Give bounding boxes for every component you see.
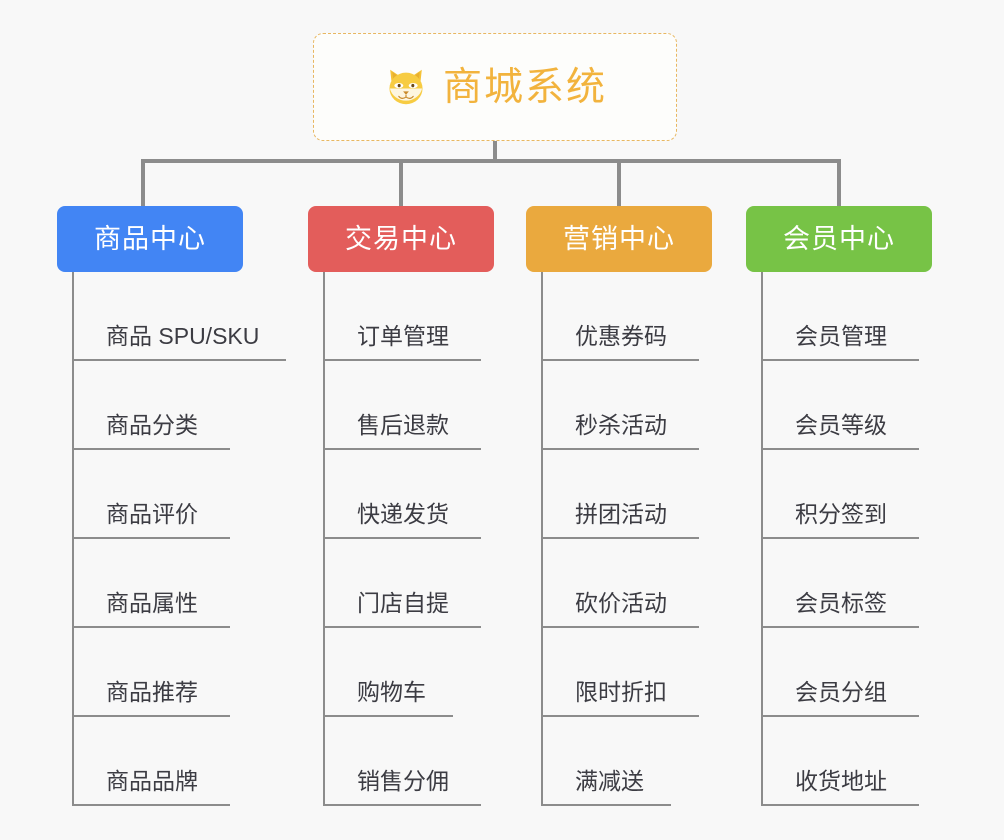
- leaf-item[interactable]: 会员管理: [761, 272, 919, 361]
- leaf-item-underline: [761, 359, 919, 361]
- leaf-item[interactable]: 门店自提: [323, 539, 481, 628]
- leaf-item-underline: [323, 804, 481, 806]
- leaf-item-label: 收货地址: [795, 768, 887, 794]
- leaf-item-underline: [541, 626, 699, 628]
- leaf-item-label: 优惠券码: [575, 323, 667, 349]
- leaf-item-underline: [761, 537, 919, 539]
- leaf-item-label: 会员管理: [795, 323, 887, 349]
- connector-drop-3: [617, 159, 621, 208]
- leaf-item-label: 积分签到: [795, 501, 887, 527]
- category-label: 营销中心: [563, 223, 675, 254]
- leaf-item-underline: [541, 804, 671, 806]
- branch-spine: [761, 272, 763, 806]
- category-box-3[interactable]: 营销中心: [526, 206, 712, 272]
- category-label: 交易中心: [345, 223, 457, 254]
- branch-spine: [72, 272, 74, 806]
- leaf-item-underline: [72, 359, 286, 361]
- category-label: 会员中心: [783, 223, 895, 254]
- leaf-item-underline: [761, 448, 919, 450]
- category-box-1[interactable]: 商品中心: [57, 206, 243, 272]
- leaf-item-underline: [541, 537, 699, 539]
- leaf-item-underline: [323, 537, 481, 539]
- leaf-item-label: 商品属性: [106, 590, 198, 616]
- leaf-item-label: 满减送: [575, 768, 644, 794]
- leaf-item[interactable]: 购物车: [323, 628, 453, 717]
- leaf-item-label: 快递发货: [357, 501, 449, 527]
- leaf-item-underline: [541, 359, 699, 361]
- leaf-item[interactable]: 积分签到: [761, 450, 919, 539]
- leaf-item-underline: [323, 448, 481, 450]
- leaf-item-underline: [72, 804, 230, 806]
- connector-horizontal-bus: [141, 159, 841, 163]
- leaf-item-underline: [323, 715, 453, 717]
- leaf-item-label: 商品 SPU/SKU: [106, 323, 260, 349]
- leaf-item[interactable]: 优惠券码: [541, 272, 699, 361]
- root-node[interactable]: 商城系统: [313, 33, 677, 141]
- leaf-item-label: 门店自提: [357, 590, 449, 616]
- leaf-item-label: 商品品牌: [106, 768, 198, 794]
- branch-spine: [323, 272, 325, 806]
- leaf-item[interactable]: 收货地址: [761, 717, 919, 806]
- leaf-item-label: 销售分佣: [357, 768, 449, 794]
- leaf-item-label: 砍价活动: [575, 590, 667, 616]
- leaf-item[interactable]: 售后退款: [323, 361, 481, 450]
- connector-drop-4: [837, 159, 841, 208]
- leaf-item[interactable]: 会员等级: [761, 361, 919, 450]
- leaf-item-underline: [541, 448, 699, 450]
- leaf-item[interactable]: 砍价活动: [541, 539, 699, 628]
- leaf-item[interactable]: 商品 SPU/SKU: [72, 272, 286, 361]
- connector-drop-2: [399, 159, 403, 208]
- leaf-item-label: 拼团活动: [575, 501, 667, 527]
- leaf-item-underline: [72, 448, 230, 450]
- leaf-item-label: 会员分组: [795, 679, 887, 705]
- shiba-dog-face-icon: [389, 69, 423, 105]
- leaf-item-label: 售后退款: [357, 412, 449, 438]
- leaf-item[interactable]: 限时折扣: [541, 628, 699, 717]
- branch-spine: [541, 272, 543, 806]
- leaf-item[interactable]: 快递发货: [323, 450, 481, 539]
- category-box-4[interactable]: 会员中心: [746, 206, 932, 272]
- leaf-item[interactable]: 商品品牌: [72, 717, 230, 806]
- leaf-item-label: 会员等级: [795, 412, 887, 438]
- leaf-item[interactable]: 秒杀活动: [541, 361, 699, 450]
- leaf-item-label: 商品评价: [106, 501, 198, 527]
- leaf-item-label: 购物车: [357, 679, 426, 705]
- leaf-item[interactable]: 商品分类: [72, 361, 230, 450]
- leaf-item-underline: [323, 626, 481, 628]
- leaf-item-underline: [761, 626, 919, 628]
- leaf-item[interactable]: 销售分佣: [323, 717, 481, 806]
- leaf-item[interactable]: 商品推荐: [72, 628, 230, 717]
- leaf-item-label: 商品分类: [106, 412, 198, 438]
- leaf-item[interactable]: 会员标签: [761, 539, 919, 628]
- connector-drop-1: [141, 159, 145, 208]
- leaf-item-underline: [761, 715, 919, 717]
- leaf-item-label: 秒杀活动: [575, 412, 667, 438]
- category-box-2[interactable]: 交易中心: [308, 206, 494, 272]
- leaf-item-label: 限时折扣: [575, 679, 667, 705]
- leaf-item-label: 订单管理: [357, 323, 449, 349]
- leaf-item-label: 会员标签: [795, 590, 887, 616]
- leaf-item-underline: [541, 715, 699, 717]
- leaf-item-underline: [72, 537, 230, 539]
- leaf-item[interactable]: 会员分组: [761, 628, 919, 717]
- root-title: 商城系统: [442, 65, 607, 109]
- leaf-item-underline: [761, 804, 919, 806]
- leaf-item-underline: [72, 626, 230, 628]
- leaf-item[interactable]: 订单管理: [323, 272, 481, 361]
- leaf-item[interactable]: 满减送: [541, 717, 671, 806]
- category-label: 商品中心: [94, 223, 206, 254]
- leaf-item[interactable]: 商品评价: [72, 450, 230, 539]
- leaf-item-label: 商品推荐: [106, 679, 198, 705]
- leaf-item[interactable]: 商品属性: [72, 539, 230, 628]
- leaf-item-underline: [72, 715, 230, 717]
- leaf-item-underline: [323, 359, 481, 361]
- connector-root-stem: [493, 141, 497, 163]
- leaf-item[interactable]: 拼团活动: [541, 450, 699, 539]
